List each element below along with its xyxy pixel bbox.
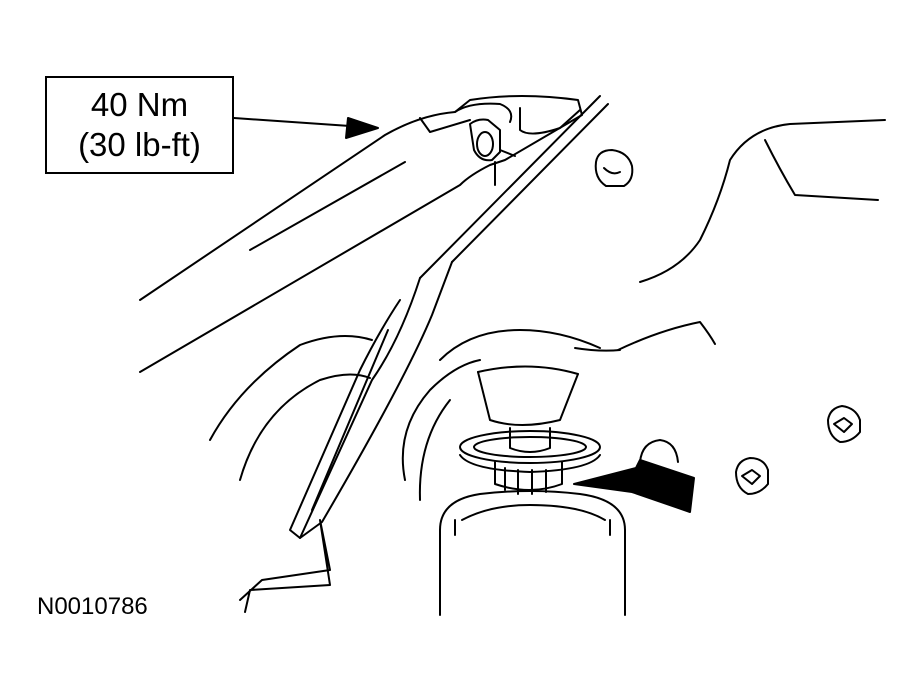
body-panel-contours — [209, 107, 886, 613]
lower-nut-pointer-arrow — [573, 459, 695, 513]
shock-absorber — [439, 365, 626, 616]
torque-imperial-label: (30 lb-ft) — [78, 126, 201, 163]
upper-arm — [139, 95, 583, 373]
torque-metric-label: 40 Nm — [90, 86, 189, 123]
figure-id-label: N0010786 — [37, 593, 148, 620]
torque-spec-callout: 40 Nm (30 lb-ft) — [45, 76, 234, 174]
mounting-holes — [594, 149, 861, 495]
diagonal-strut — [289, 95, 609, 539]
callout-leader-arrow — [233, 117, 379, 139]
